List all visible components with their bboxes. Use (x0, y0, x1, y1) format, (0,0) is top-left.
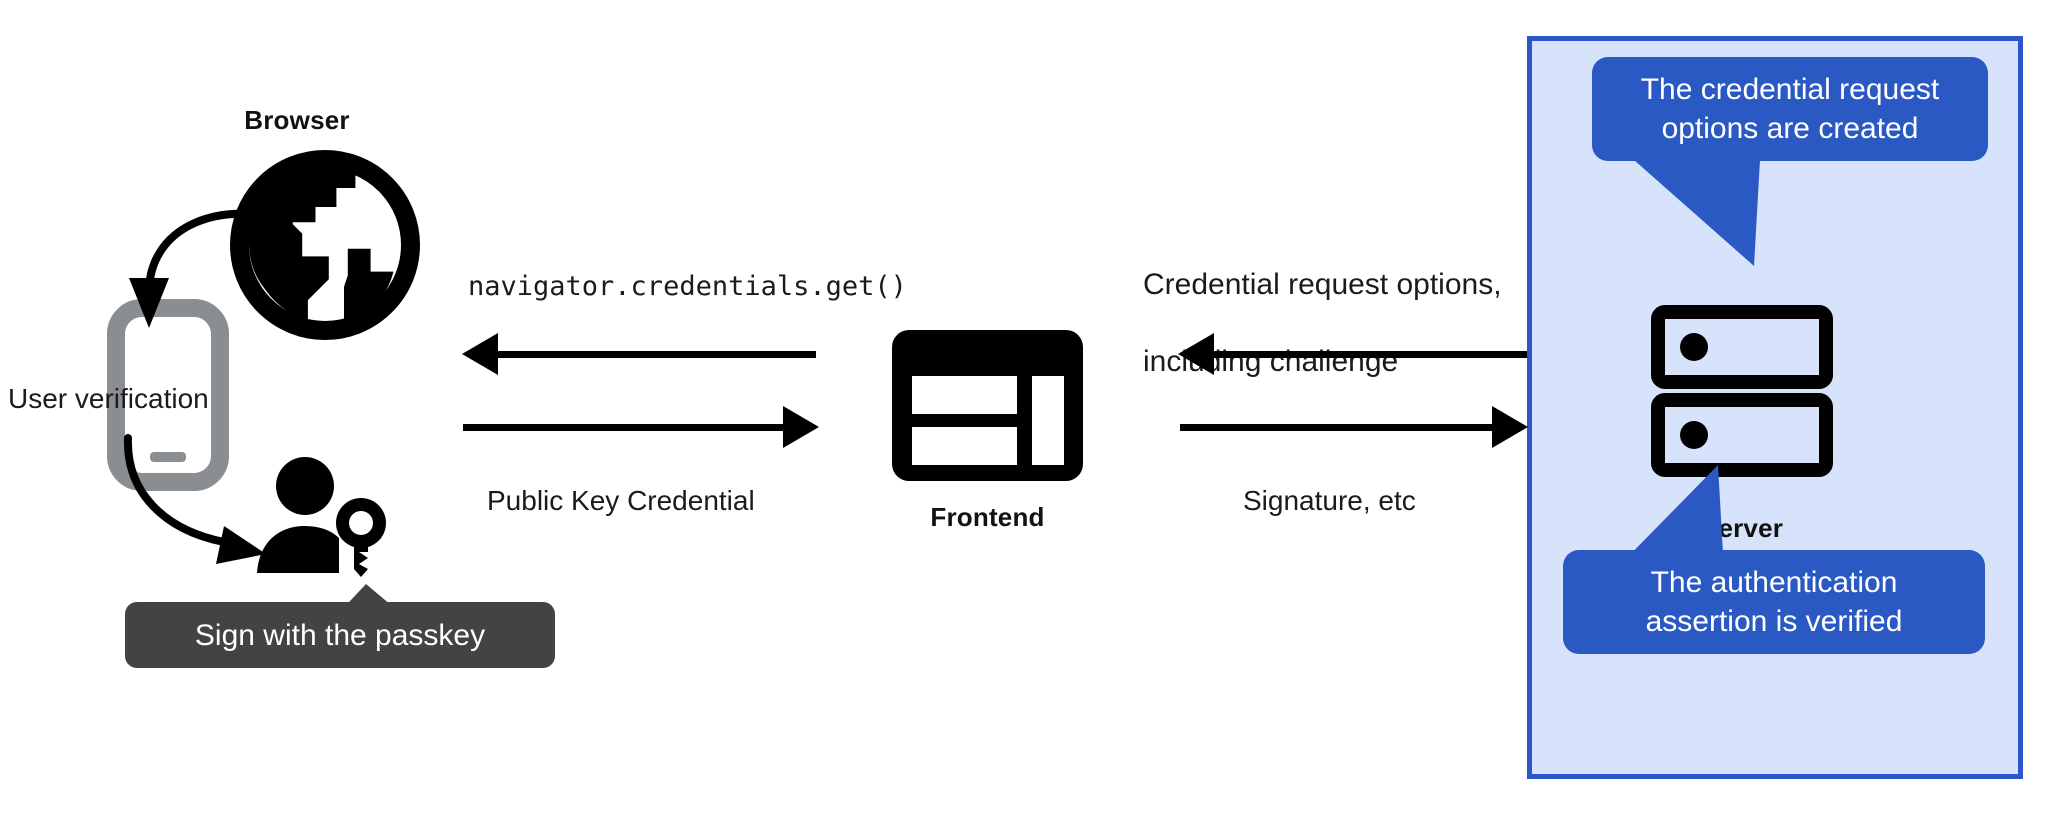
signature-etc-label: Signature, etc (1243, 485, 1416, 516)
public-key-credential-label: Public Key Credential (487, 485, 755, 516)
credential-request-options-line1: Credential request options, (1143, 268, 1502, 302)
callout-assertion-verified-tail (1610, 463, 1830, 573)
arrow-frontend-to-server-head (1492, 406, 1528, 448)
user-verification-label: User verification (8, 383, 209, 414)
callout-credential-options-tail (1630, 158, 1850, 268)
frontend-label: Frontend (930, 502, 1045, 532)
arrow-frontend-to-browser-line (498, 351, 816, 358)
curved-arrow-phone-to-user (120, 430, 340, 590)
navigator-credentials-get-label: navigator.credentials.get() (468, 271, 907, 302)
globe-icon (230, 150, 420, 340)
callout-sign-with-passkey-tail (318, 582, 428, 616)
server-racks-icon (1651, 305, 1833, 477)
arrow-server-to-frontend-line (1214, 351, 1527, 358)
arrow-frontend-to-browser-head (462, 333, 498, 375)
arrow-server-to-frontend-head (1178, 333, 1214, 375)
mobile-phone-icon (107, 299, 229, 491)
person-with-key-icon (255, 448, 395, 578)
window-layout-icon (890, 328, 1085, 483)
curved-arrow-browser-to-phone (105, 196, 295, 376)
arrow-browser-to-frontend-head (783, 406, 819, 448)
arrow-frontend-to-server-line (1180, 424, 1492, 431)
arrow-browser-to-frontend-line (463, 424, 783, 431)
callout-credential-options-created: The credential request options are creat… (1592, 57, 1988, 161)
browser-label: Browser (244, 105, 350, 135)
callout-assertion-verified: The authentication assertion is verified (1563, 550, 1985, 654)
